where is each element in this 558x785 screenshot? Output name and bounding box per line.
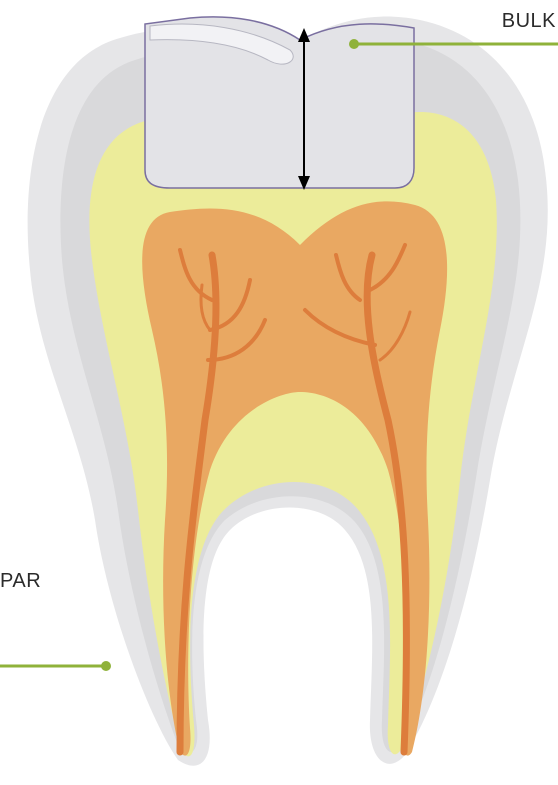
left-label-leader: [0, 661, 111, 671]
callout-dot-icon: [101, 661, 111, 671]
label-left: PAR: [0, 570, 41, 593]
label-top: BULK: [502, 10, 556, 33]
